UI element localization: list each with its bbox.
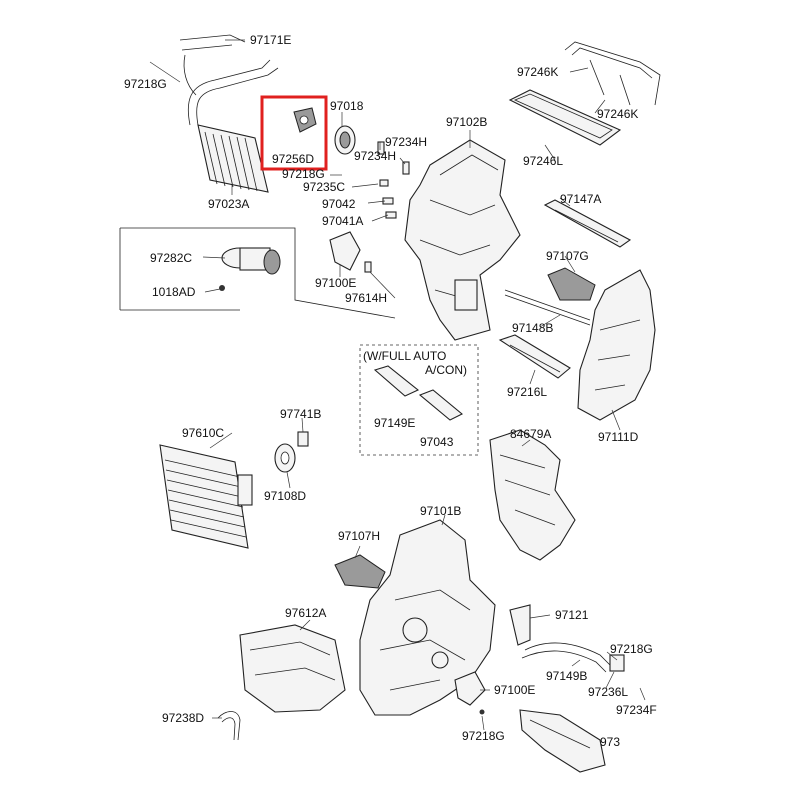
label-97741b: 97741B — [280, 407, 321, 421]
label-97236l: 97236L — [588, 685, 628, 699]
label-97246k-b: 97246K — [597, 107, 638, 121]
label-97041a: 97041A — [322, 214, 363, 228]
label-97256d: 97256D — [272, 152, 314, 166]
label-97282c: 97282C — [150, 251, 192, 265]
door-97148b — [504, 289, 591, 326]
label-1018ad: 1018AD — [152, 285, 196, 299]
highlight-box-97256d — [260, 95, 328, 171]
label-97100e-upper: 97100E — [315, 276, 356, 290]
actuator-97107g — [547, 267, 596, 301]
evaporator-97610c — [159, 444, 253, 549]
label-97149b: 97149B — [546, 669, 587, 683]
clip-97741b — [297, 431, 309, 447]
label-97043: 97043 — [420, 435, 454, 449]
right-case-97111d — [577, 269, 656, 421]
upper-case-97102b — [404, 139, 521, 341]
actuator-97018 — [334, 125, 356, 155]
label-84679a: 84679A — [510, 427, 551, 441]
label-97111d: 97111D — [598, 430, 639, 444]
label-97100e-lower: 97100E — [494, 683, 535, 697]
label-97101b: 97101B — [420, 504, 461, 518]
label-97171e: 97171E — [250, 33, 291, 47]
filter-97246 — [508, 41, 661, 146]
label-97108d: 97108D — [264, 489, 306, 503]
label-97216l: 97216L — [507, 385, 547, 399]
label-97234h-a: 97234H — [385, 135, 427, 149]
label-wfull-auto-1: (W/FULL AUTO — [363, 349, 446, 363]
label-97234h-b: 97234H — [354, 149, 396, 163]
actuator-97100e-upper — [329, 231, 372, 273]
label-97107h: 97107H — [338, 529, 380, 543]
door-97216l — [498, 334, 571, 379]
label-97235c: 97235C — [303, 180, 345, 194]
label-wfull-auto-2: A/CON) — [425, 363, 467, 377]
label-97018: 97018 — [330, 99, 364, 113]
doors-97149e-97043 — [373, 365, 464, 421]
drain-hose-97238d — [217, 711, 241, 741]
heater-core-97023a — [179, 34, 279, 193]
label-97107g: 97107G — [546, 249, 589, 263]
lower-case-97101b — [359, 519, 496, 716]
label-97218g-bottom: 97218G — [462, 729, 505, 743]
actuator-97107h — [334, 554, 386, 589]
label-97610c: 97610C — [182, 426, 224, 440]
small-screws-97234h — [377, 141, 410, 219]
actuator-97100e-lower — [454, 671, 486, 715]
part-labels: 97171E 97218G 97018 97256D 97234H 97234H… — [124, 33, 657, 749]
seal-97108d — [274, 443, 296, 473]
label-97246k-a: 97246K — [517, 65, 558, 79]
leader-lines — [149, 39, 646, 731]
label-97148b: 97148B — [512, 321, 553, 335]
label-97023a: 97023A — [208, 197, 249, 211]
label-97102b: 97102B — [446, 115, 487, 129]
label-97121: 97121 — [555, 608, 589, 622]
hose-97121 — [509, 604, 625, 673]
insulator-84679a — [489, 429, 576, 561]
door-97147a — [543, 199, 632, 248]
label-973-partial: 973 — [600, 735, 620, 749]
label-97614h: 97614H — [345, 291, 387, 305]
label-97149e: 97149E — [374, 416, 415, 430]
label-97612a: 97612A — [285, 606, 326, 620]
lower-duct-97612a — [239, 624, 346, 713]
label-97218g-top: 97218G — [124, 77, 167, 91]
duct-bottom-right — [519, 709, 606, 773]
label-97246l: 97246L — [523, 154, 563, 168]
label-97238d: 97238D — [162, 711, 204, 725]
label-97042: 97042 — [322, 197, 356, 211]
label-97147a: 97147A — [560, 192, 601, 206]
label-97234f: 97234F — [616, 703, 657, 717]
label-97218g-right: 97218G — [610, 642, 653, 656]
actuator-97256d — [293, 107, 317, 133]
label-97218g-mid: 97218G — [282, 167, 325, 181]
